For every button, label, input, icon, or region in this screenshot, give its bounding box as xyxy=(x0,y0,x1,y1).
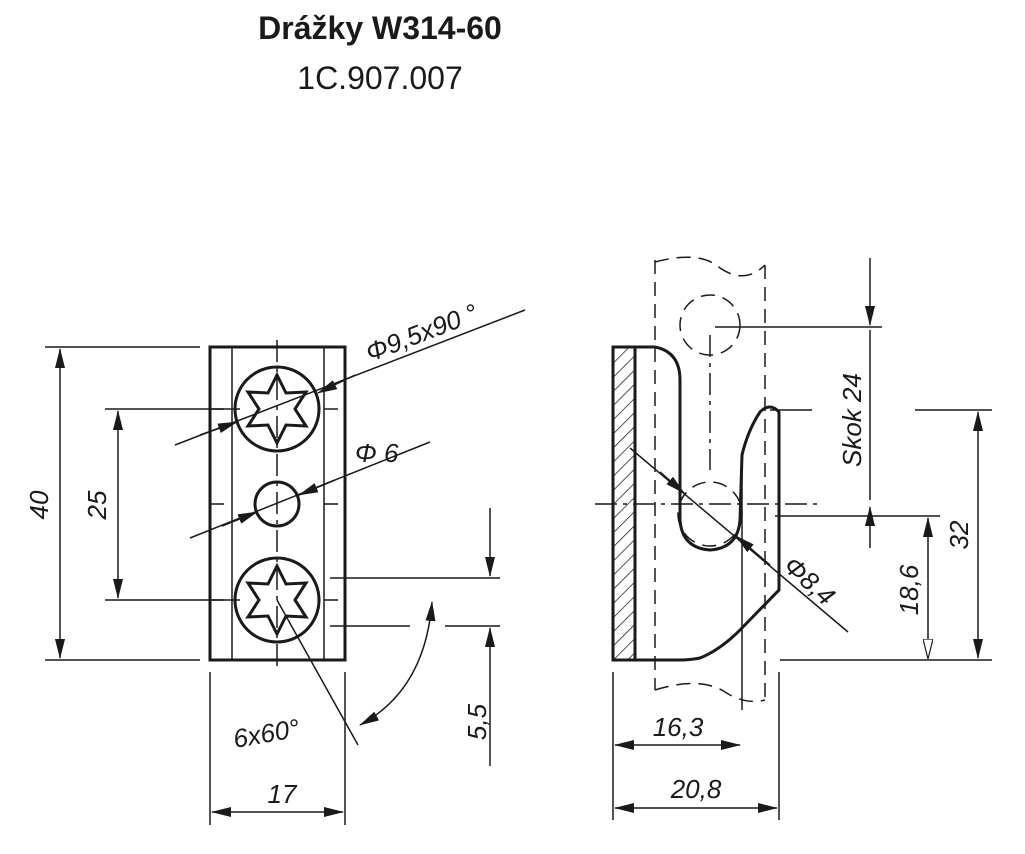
hook-body xyxy=(633,345,781,662)
dim-countersink: Φ9,5x90 ° xyxy=(361,298,481,368)
torx-star-icon xyxy=(245,371,309,447)
drawing-title: Drážky W314-60 xyxy=(258,10,502,46)
dim-40: 40 xyxy=(24,490,54,519)
dim-32: 32 xyxy=(944,520,974,549)
front-dimensions: 40 25 17 Φ9,5x90 ° Φ 6 5,5 6x60° xyxy=(24,298,526,825)
dim-17: 17 xyxy=(268,779,298,809)
dim-skok: Skok 24 xyxy=(837,373,867,467)
hook-hole xyxy=(677,481,743,547)
part-code: 1C.907.007 xyxy=(297,60,463,96)
dim-star-angle: 6x60° xyxy=(231,713,302,754)
torx-star-icon xyxy=(245,562,309,638)
dim-25: 25 xyxy=(82,490,112,520)
center-hole xyxy=(253,480,301,528)
dim-center-hole: Φ 6 xyxy=(355,438,399,468)
dim-16-3: 16,3 xyxy=(653,712,704,742)
side-view xyxy=(595,256,882,710)
dim-20-8: 20,8 xyxy=(670,774,722,804)
dim-hook-diameter: Φ8,4 xyxy=(778,550,841,611)
side-dimensions: Skok 24 18,6 32 Φ8,4 16,3 20,8 xyxy=(612,258,992,820)
dim-18-6: 18,6 xyxy=(894,564,924,615)
dim-5-5: 5,5 xyxy=(462,703,492,740)
